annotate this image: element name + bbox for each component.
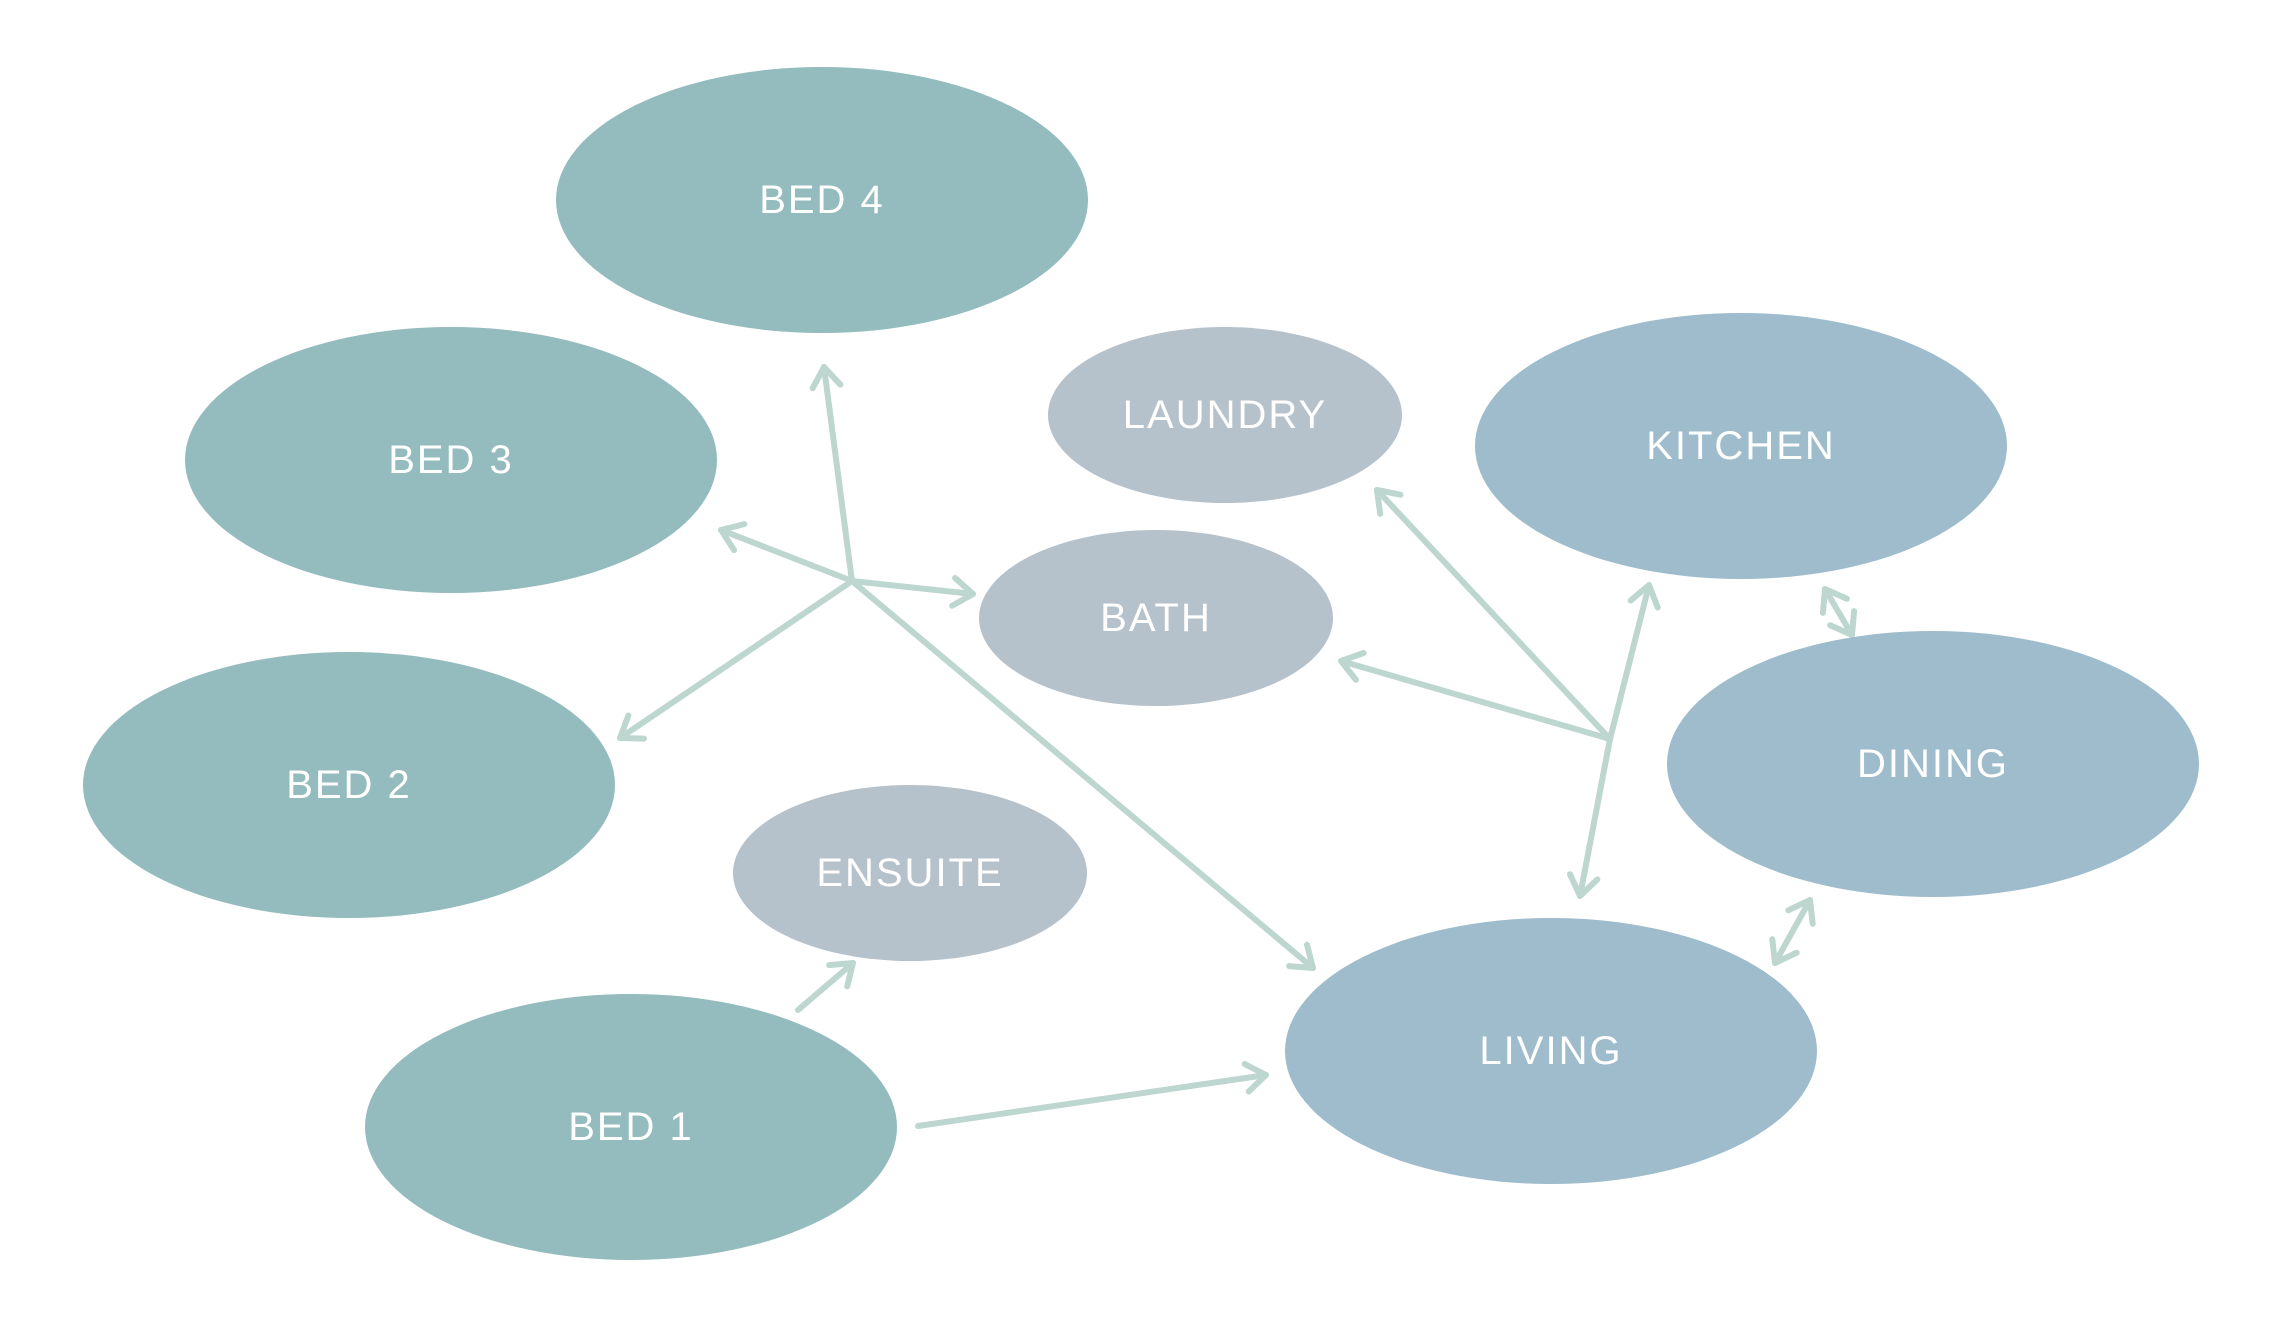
room-bubble-kitchen xyxy=(1475,313,2007,579)
room-bubble-ensuite xyxy=(733,785,1087,961)
room-node-dining: DINING xyxy=(1667,631,2199,897)
edge-kitchen-hub-to-bath xyxy=(1338,658,1613,742)
room-bubble-bed4 xyxy=(556,67,1088,333)
edge-kitchen-hub-to-laundry-arrowhead-end xyxy=(1374,487,1404,517)
edge-dining-living xyxy=(1772,897,1813,966)
edge-bed1-to-living xyxy=(915,1072,1269,1129)
edge-kitchen-dining-arrowhead-end xyxy=(1827,608,1858,638)
room-bubble-layer: BED 4 BED 3 BED 2 BED 1 ENSUITE LAUNDRY BATH KI… xyxy=(83,67,2199,1260)
room-bubble-bath xyxy=(979,530,1333,706)
room-node-kitchen: KITCHEN xyxy=(1475,313,2007,579)
edge-kitchen-dining-arrowhead-start xyxy=(1819,586,1850,616)
edge-bed1-to-living-arrowhead-end xyxy=(1241,1061,1269,1095)
edge-hub-to-bed4-arrowhead-end xyxy=(809,364,844,392)
room-bubble-bed1 xyxy=(365,994,897,1260)
room-bubble-laundry xyxy=(1048,327,1402,503)
room-node-ensuite: ENSUITE xyxy=(733,785,1087,961)
room-node-bed4: BED 4 xyxy=(556,67,1088,333)
edge-kitchen-hub-to-bath-arrowhead-end xyxy=(1338,650,1367,683)
room-label-dining: DINING xyxy=(1857,742,2009,786)
edge-hub-to-bath-arrowhead-end xyxy=(949,575,976,609)
connector-layer xyxy=(617,364,1858,1129)
edge-kitchen-hub-to-kitchen-arrowhead-end xyxy=(1627,582,1661,611)
edge-hub-to-bed3 xyxy=(718,527,855,584)
room-label-ensuite: ENSUITE xyxy=(816,851,1003,895)
edge-kitchen-hub-to-laundry xyxy=(1374,487,1613,742)
room-label-laundry: LAUNDRY xyxy=(1123,393,1327,437)
edge-hub-to-living-arrowhead-end xyxy=(1286,941,1316,971)
room-label-living: LIVING xyxy=(1479,1029,1622,1073)
room-label-bath: BATH xyxy=(1100,596,1212,640)
room-node-laundry: LAUNDRY xyxy=(1048,327,1402,503)
edge-hub-to-living xyxy=(849,578,1316,971)
edge-hub-to-bed4 xyxy=(821,364,855,584)
edge-kitchen-dining xyxy=(1822,586,1855,638)
edge-kitchen-hub-to-living xyxy=(1577,736,1613,899)
edge-hub-to-bed2 xyxy=(617,578,855,741)
room-label-bed2: BED 2 xyxy=(286,763,412,807)
room-label-bed4: BED 4 xyxy=(759,178,885,222)
room-node-bed1: BED 1 xyxy=(365,994,897,1260)
room-node-bath: BATH xyxy=(979,530,1333,706)
edge-bed1-to-ensuite-arrowhead-end xyxy=(826,960,856,990)
edge-bed1-to-ensuite xyxy=(795,960,856,1013)
room-node-bed2: BED 2 xyxy=(83,652,615,918)
edge-hub-to-bed3-arrowhead-end xyxy=(718,521,748,554)
edge-kitchen-hub-to-living-arrowhead-end xyxy=(1567,871,1601,899)
edge-hub-to-bath xyxy=(849,578,976,597)
room-bubble-living xyxy=(1285,918,1817,1184)
room-label-kitchen: KITCHEN xyxy=(1646,424,1836,468)
edge-hub-to-bed2-arrowhead-end xyxy=(617,712,647,742)
edge-kitchen-hub-to-kitchen xyxy=(1607,582,1652,742)
room-node-living: LIVING xyxy=(1285,918,1817,1184)
edge-dining-living-arrowhead-start xyxy=(1785,897,1816,927)
room-node-bed3: BED 3 xyxy=(185,327,717,593)
room-label-bed1: BED 1 xyxy=(568,1105,694,1149)
room-label-bed3: BED 3 xyxy=(388,438,514,482)
edge-dining-living-arrowhead-end xyxy=(1769,936,1800,966)
room-bubble-bed2 xyxy=(83,652,615,918)
room-bubble-bed3 xyxy=(185,327,717,593)
room-bubble-dining xyxy=(1667,631,2199,897)
